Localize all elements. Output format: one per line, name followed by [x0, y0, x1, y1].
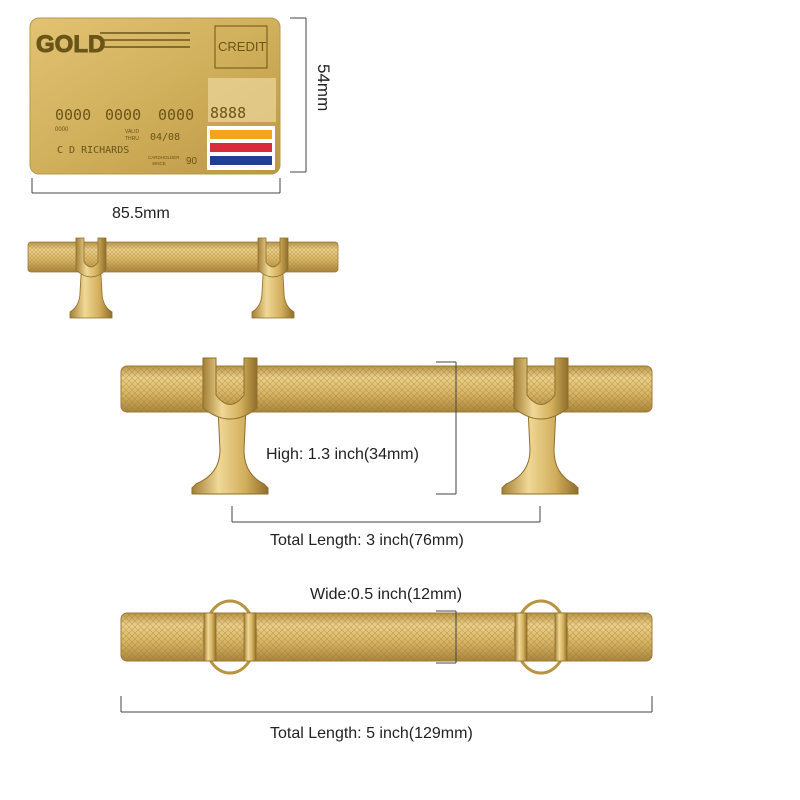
hologram: [208, 78, 276, 122]
length-5-inch-dimension: [120, 696, 653, 713]
card-since-label-2: SINCE: [152, 161, 166, 166]
card-height-dimension: [290, 17, 307, 173]
handle-scale-comparison: [27, 237, 339, 319]
card-valid-label-2: THRU: [125, 136, 139, 142]
card-number-3: 0000: [158, 106, 194, 124]
card-number-1: 0000: [55, 106, 91, 124]
handle-5-inch-top-view: [120, 599, 653, 675]
post-top-right: [513, 599, 569, 675]
card-number-4: 8888: [210, 104, 246, 122]
credit-card: GOLD CREDIT 0000 0000 0000 8888 0000 VAL…: [29, 17, 281, 175]
card-type: CREDIT: [218, 39, 266, 54]
handle-3-inch-side-view: [120, 357, 653, 495]
card-stripe-2: [210, 143, 272, 152]
width-label: Wide:0.5 inch(12mm): [310, 586, 462, 603]
card-small-code: 0000: [55, 127, 69, 133]
card-holder: C D RICHARDS: [57, 145, 129, 156]
card-width-dimension: [31, 178, 281, 194]
height-label: High: 1.3 inch(34mm): [266, 446, 419, 463]
post-top-left: [202, 599, 258, 675]
card-since-label-1: CARDHOLDER: [148, 155, 180, 160]
card-stripe-1: [210, 130, 272, 139]
card-width-label: 85.5mm: [112, 205, 170, 222]
card-valid-label-1: VALID: [125, 129, 139, 135]
card-brand: GOLD: [36, 31, 105, 58]
length-3-inch-label: Total Length: 3 inch(76mm): [270, 532, 464, 549]
card-expiry: 04/08: [150, 132, 180, 143]
card-since-year: 90: [186, 156, 198, 167]
card-number-2: 0000: [105, 106, 141, 124]
height-dimension: [436, 361, 457, 495]
length-3-inch-dimension: [231, 506, 541, 523]
width-dimension: [436, 610, 457, 664]
card-stripe-3: [210, 156, 272, 165]
card-height-label: 54mm: [314, 64, 333, 111]
length-5-inch-label: Total Length: 5 inch(129mm): [270, 725, 473, 742]
